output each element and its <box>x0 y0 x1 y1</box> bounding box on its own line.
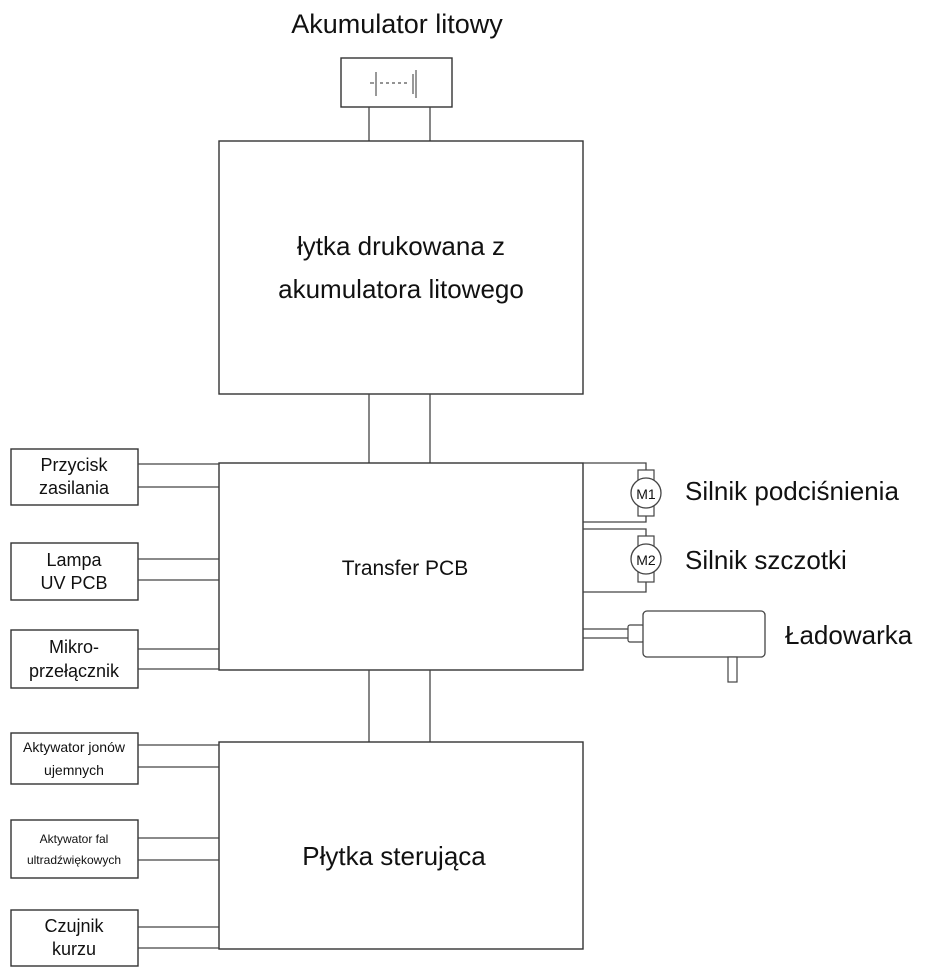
transfer-pcb-box <box>218 462 584 671</box>
brush-motor-symbol: M2 <box>636 552 656 568</box>
vacuum-motor-icon <box>630 469 662 517</box>
dust-sensor-label-1: Czujnik <box>44 916 104 936</box>
uv-lamp-label-1: Lampa <box>46 550 102 570</box>
vacuum-motor-label: Silnik podciśnienia <box>685 476 899 506</box>
vacuum-motor-symbol: M1 <box>636 486 656 502</box>
battery-pcb-label-line2: akumulatora litowego <box>278 274 524 304</box>
transfer-pcb-label: Transfer PCB <box>342 557 468 580</box>
micro-switch-label-2: przełącznik <box>29 661 120 681</box>
vacuum-motor-wire-top <box>583 462 647 470</box>
battery-title: Akumulator litowy <box>291 9 503 39</box>
brush-motor-wire-bottom <box>583 582 647 593</box>
charger-prong <box>727 656 738 683</box>
micro-switch-box <box>10 629 139 689</box>
power-button-label-1: Przycisk <box>41 455 109 475</box>
brush-motor-wire-top <box>583 528 647 536</box>
vacuum-motor-wire-bottom <box>583 516 647 523</box>
control-board-label: Płytka sterująca <box>302 841 486 871</box>
uv-lamp-box <box>10 542 139 601</box>
control-board-box <box>218 741 584 950</box>
power-button-label-2: zasilania <box>39 478 110 498</box>
dust-sensor-box <box>10 909 139 967</box>
dust-sensor-label-2: kurzu <box>52 939 96 959</box>
ultrasonic-actuator-label-1: Aktywator fal <box>40 832 109 846</box>
ultrasonic-actuator-box <box>10 819 139 879</box>
battery-icon <box>370 70 417 98</box>
uv-lamp-label-2: UV PCB <box>40 573 107 593</box>
ion-actuator-label-2: ujemnych <box>44 762 104 778</box>
brush-motor-label: Silnik szczotki <box>685 545 847 575</box>
ion-actuator-label-1: Aktywator jonów <box>23 739 126 755</box>
battery-box <box>340 57 453 108</box>
micro-switch-label-1: Mikro- <box>49 637 99 657</box>
charger-body <box>642 610 766 658</box>
charger-plug <box>627 624 645 643</box>
charger-label: Ładowarka <box>785 620 913 650</box>
ion-actuator-box <box>10 732 139 785</box>
battery-pcb-label-line1: łytka drukowana z <box>297 231 505 261</box>
power-button-box <box>10 448 139 506</box>
ultrasonic-actuator-label-2: ultradźwiękowych <box>27 853 121 867</box>
battery-pcb-box <box>218 140 584 395</box>
